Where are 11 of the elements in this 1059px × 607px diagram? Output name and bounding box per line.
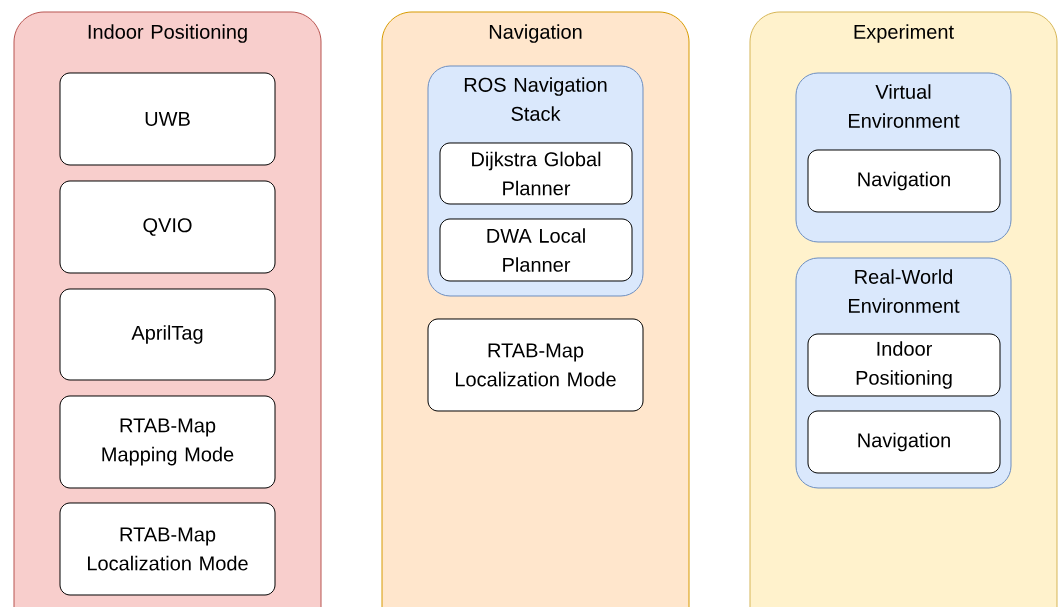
module-box: DWA Local Planner bbox=[439, 218, 633, 282]
module-box: Indoor Positioning bbox=[807, 333, 1001, 397]
module-box: RTAB-Map Mapping Mode bbox=[59, 395, 276, 489]
module-box: Dijkstra Global Planner bbox=[439, 142, 633, 205]
module-box: AprilTag bbox=[59, 288, 276, 381]
module-box: Navigation bbox=[807, 149, 1001, 213]
module-box: QVIO bbox=[59, 180, 276, 274]
module-box: RTAB-Map Localization Mode bbox=[427, 318, 644, 412]
module-box: UWB bbox=[59, 72, 276, 166]
module-box: Navigation bbox=[807, 410, 1001, 474]
module-box: RTAB-Map Localization Mode bbox=[59, 502, 276, 596]
